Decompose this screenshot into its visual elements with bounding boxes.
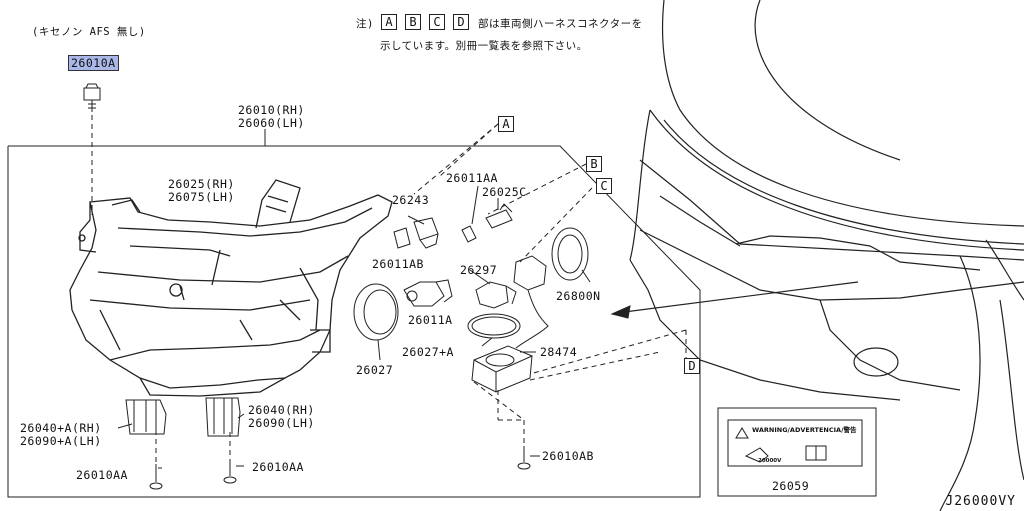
headlamp-body	[69, 179, 393, 397]
part-26027[interactable]: 26027	[356, 363, 394, 377]
bulb-26025c	[485, 203, 513, 229]
callout-box-c: C	[596, 178, 612, 194]
part-26025-rh[interactable]: 26025(RH)	[168, 177, 235, 191]
part-26010aa-left[interactable]: 26010AA	[76, 468, 128, 482]
note-prefix: 注)	[356, 18, 374, 30]
part-26243[interactable]: 26243	[392, 193, 430, 207]
part-26010aa-right[interactable]: 26010AA	[252, 460, 304, 474]
part-26010a[interactable]: 26010A	[68, 55, 119, 71]
bracket	[205, 397, 241, 437]
part-26010a-highlight: 26010A	[68, 55, 119, 71]
bulb-26011aa	[461, 225, 477, 243]
igniter-connector	[513, 255, 549, 349]
part-26040a-rh[interactable]: 26040+A(RH)	[20, 421, 102, 435]
screw-26010aa-left	[149, 464, 163, 490]
ballast-unit	[471, 345, 533, 393]
connector-box-a: A	[381, 14, 397, 30]
bulb-26297	[475, 281, 517, 309]
label-frame	[717, 407, 877, 497]
part-26059[interactable]: 26059	[772, 479, 810, 493]
part-26075-lh[interactable]: 26075(LH)	[168, 190, 235, 204]
warning-label-voltage: 20000V	[758, 458, 782, 464]
part-26025c[interactable]: 26025C	[482, 185, 527, 199]
assembly-frame	[7, 145, 701, 498]
seal-ring	[467, 313, 521, 339]
variant-label: (キセノン AFS 無し)	[32, 26, 146, 38]
part-26090a-lh[interactable]: 26090+A(LH)	[20, 434, 102, 448]
part-26800n[interactable]: 26800N	[556, 289, 601, 303]
note-line-2: 示しています。別冊一覧表を参照下さい。	[380, 40, 588, 52]
part-26060-lh[interactable]: 26060(LH)	[238, 116, 305, 130]
callout-box-d: D	[684, 358, 700, 374]
note-line-1: 部は車両側ハーネスコネクターを	[478, 18, 643, 30]
part-28474[interactable]: 28474	[540, 345, 578, 359]
warning-label-text: WARNING/ADVERTENCIA/警告	[752, 426, 857, 434]
connector-box-d: D	[453, 14, 469, 30]
dust-cap	[353, 283, 399, 341]
retaining-ring	[551, 227, 589, 281]
part-26010ab[interactable]: 26010AB	[542, 449, 594, 463]
callout-box-a: A	[498, 116, 514, 132]
part-26090-lh[interactable]: 26090(LH)	[248, 416, 315, 430]
part-26297[interactable]: 26297	[460, 263, 498, 277]
part-26011a[interactable]: 26011A	[408, 313, 453, 327]
part-26011aa[interactable]: 26011AA	[446, 171, 498, 185]
part-26010-rh[interactable]: 26010(RH)	[238, 103, 305, 117]
connector-box-b: B	[405, 14, 421, 30]
screw-26010ab	[517, 446, 531, 470]
diagram-code: J26000VY	[945, 494, 1016, 509]
callout-box-b: B	[586, 156, 602, 172]
part-26027a[interactable]: 26027+A	[402, 345, 454, 359]
part-26011ab[interactable]: 26011AB	[372, 257, 424, 271]
bulb-26011ab	[403, 279, 453, 307]
connector-box-c: C	[429, 14, 445, 30]
bulb-26243	[393, 217, 439, 249]
bracket-a	[125, 399, 167, 435]
screw-26010aa-right	[223, 460, 237, 484]
location-leader	[623, 281, 859, 313]
part-26040-rh[interactable]: 26040(RH)	[248, 403, 315, 417]
vehicle-outline	[629, 0, 1024, 511]
screw-26010a	[83, 83, 101, 112]
